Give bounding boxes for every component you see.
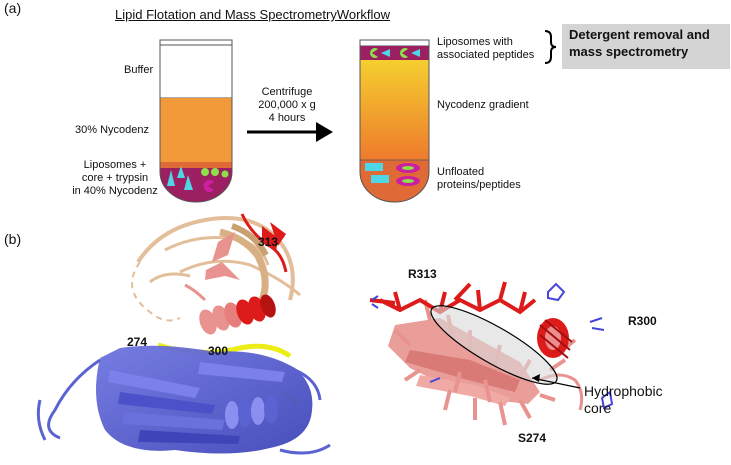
label-centrifuge: Centrifuge <box>261 86 313 98</box>
cyan-rectangle-shape <box>371 175 389 183</box>
left-tube-buffer <box>159 39 233 99</box>
residue-label-300: 300 <box>208 344 229 358</box>
green-circle-shape <box>201 168 209 176</box>
hydrophobic-core-structure <box>369 281 614 426</box>
ms-box-line-2: mass spectrometry <box>569 44 689 59</box>
right-tube <box>359 39 430 203</box>
panel-a-label: (a) <box>4 0 22 16</box>
label-nycodenz-gradient: Nycodenz gradient <box>437 99 529 111</box>
label-left-bottom-2: core + trypsin <box>81 172 149 184</box>
ms-box-line-1: Detergent removal and <box>569 27 710 42</box>
label-30-nycodenz: 30% Nycodenz <box>75 124 149 136</box>
label-proteins-peptides: proteins/peptides <box>437 179 521 191</box>
centrifuge-arrow <box>247 122 333 142</box>
mass-spectrometry-box: Detergent removal and mass spectrometry <box>562 24 730 69</box>
cyan-triangle-shape <box>167 170 175 186</box>
workflow-title: Lipid Flotation and Mass SpectrometryWor… <box>115 7 391 22</box>
label-core: core <box>584 400 612 416</box>
left-tube <box>159 39 233 203</box>
label-associated-peptides: associated peptides <box>437 49 535 61</box>
residue-label-r300: R300 <box>628 314 657 328</box>
label-liposomes-with: Liposomes with <box>437 36 513 48</box>
label-unfloated: Unfloated <box>437 166 485 178</box>
label-hydrophobic: Hydrophobic <box>584 383 663 399</box>
panel-b-label: (b) <box>4 231 22 247</box>
green-circle-shape <box>211 168 219 176</box>
label-centrifuge-speed: 200,000 x g <box>258 99 316 111</box>
label-centrifuge-time: 4 hours <box>268 112 306 124</box>
label-left-bottom-1: Liposomes + <box>83 159 147 171</box>
cyan-triangle-shape <box>184 175 193 190</box>
left-tube-nycodenz-layer <box>160 98 232 162</box>
protein-structure-cartoon <box>36 213 331 455</box>
residue-label-s274: S274 <box>518 431 547 445</box>
cyan-triangle-shape <box>177 166 185 178</box>
bracket-icon <box>544 30 557 64</box>
label-left-bottom-3: in 40% Nycodenz <box>72 185 158 197</box>
residue-label-r313: R313 <box>408 267 437 281</box>
right-tube-gradient <box>360 60 429 160</box>
green-circle-shape <box>221 170 229 178</box>
hydrophobic-core-ellipse <box>430 305 558 385</box>
magenta-pacman-shape <box>203 180 214 192</box>
label-buffer: Buffer <box>124 64 154 76</box>
residue-label-313: 313 <box>258 235 279 249</box>
cyan-rectangle-shape <box>365 163 383 171</box>
residue-label-274: 274 <box>127 335 148 349</box>
